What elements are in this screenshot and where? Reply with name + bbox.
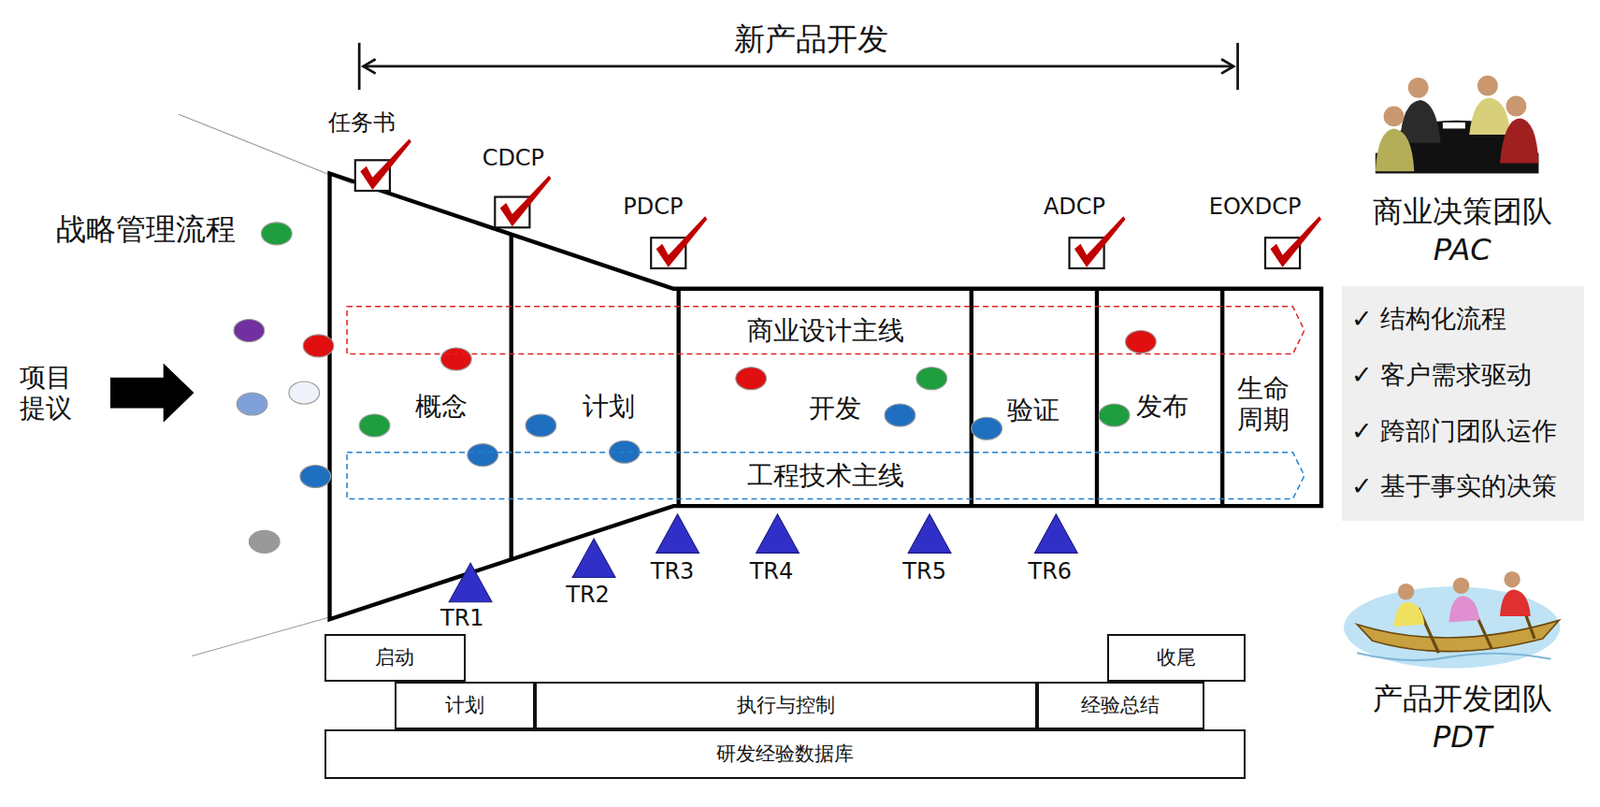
stage-label: 生命 周期 bbox=[1236, 373, 1292, 436]
team-name: 商业决策团队 bbox=[1372, 193, 1553, 230]
stage-label: 发布 bbox=[1136, 390, 1189, 423]
node-text: 概念 bbox=[415, 390, 468, 423]
checkpoint-label: PDCP bbox=[622, 193, 683, 221]
tech-review: TR6 bbox=[1028, 558, 1073, 586]
engineering-band: 工程技术主线 bbox=[345, 451, 1307, 500]
diagram-title: 新产品开发 bbox=[734, 20, 889, 58]
node-text: PDCP bbox=[622, 193, 683, 221]
node-text: 收尾 bbox=[1156, 646, 1197, 670]
node-text: 生命 周期 bbox=[1236, 373, 1292, 436]
check-mark bbox=[1269, 216, 1322, 268]
team-abbrev: PAC bbox=[1433, 231, 1492, 268]
phase-box: 执行与控制 bbox=[534, 681, 1038, 730]
stage-label: 概念 bbox=[415, 390, 468, 423]
principle-item: ✓ 跨部门团队运作 bbox=[1351, 416, 1557, 447]
checkpoint-label: CDCP bbox=[482, 144, 545, 173]
node-text: EOXDCP bbox=[1209, 193, 1302, 221]
check-mark bbox=[500, 175, 552, 228]
node-text: TR2 bbox=[565, 581, 610, 609]
process-name: 战略管理流程 bbox=[56, 211, 236, 247]
checkpoint-label: 任务书 bbox=[328, 109, 396, 137]
node-text: 研发经验数据库 bbox=[716, 742, 854, 766]
node-text: TR5 bbox=[902, 558, 947, 586]
stage-label: 验证 bbox=[1007, 394, 1060, 427]
node-text: 开发 bbox=[808, 392, 862, 425]
node-text: TR6 bbox=[1028, 558, 1073, 586]
node-text: 发布 bbox=[1136, 390, 1189, 423]
principle-list: ✓ 结构化流程 ✓ 客户需求驱动 ✓ 跨部门团队运作 ✓ 基于事实的决策 bbox=[1341, 286, 1585, 521]
node-text: TR4 bbox=[749, 558, 794, 586]
node-text: 执行与控制 bbox=[736, 693, 836, 718]
database-box: 研发经验数据库 bbox=[324, 729, 1246, 779]
business-band: 商业设计主线 bbox=[345, 305, 1307, 355]
tech-review: TR4 bbox=[749, 558, 794, 586]
principle-item: ✓ 客户需求驱动 bbox=[1351, 360, 1532, 390]
node-text: TR1 bbox=[440, 605, 485, 633]
team-abbrev: PDT bbox=[1432, 719, 1492, 755]
tech-review: TR2 bbox=[565, 581, 610, 609]
check-mark bbox=[360, 138, 412, 190]
phase-box: 计划 bbox=[394, 681, 534, 730]
principle-item: ✓ 基于事实的决策 bbox=[1351, 471, 1557, 502]
checkpoint-label: ADCP bbox=[1043, 193, 1106, 221]
node-text: 商业设计主线 bbox=[747, 315, 905, 347]
stage-label: 开发 bbox=[808, 392, 862, 425]
tech-review: TR3 bbox=[650, 558, 695, 586]
tech-review: TR1 bbox=[440, 605, 485, 633]
node-text: 计划 bbox=[445, 693, 485, 718]
node-text: ADCP bbox=[1043, 193, 1106, 221]
phase-box: 启动 bbox=[324, 634, 466, 682]
node-text: 验证 bbox=[1007, 394, 1060, 427]
check-mark bbox=[656, 216, 708, 268]
check-mark bbox=[1074, 216, 1126, 268]
node-text: 启动 bbox=[374, 646, 415, 670]
node-text: CDCP bbox=[482, 144, 545, 173]
principle-item: ✓ 结构化流程 bbox=[1351, 303, 1507, 334]
tech-review: TR5 bbox=[902, 558, 947, 586]
stage-label: 计划 bbox=[582, 390, 635, 423]
node-text: 工程技术主线 bbox=[747, 460, 905, 492]
team-name: 产品开发团队 bbox=[1372, 680, 1553, 717]
input-label: 项目 提议 bbox=[16, 361, 75, 425]
node-text: TR3 bbox=[650, 558, 695, 586]
phase-box: 收尾 bbox=[1107, 634, 1246, 682]
checkpoint-label: EOXDCP bbox=[1209, 193, 1302, 221]
node-text: 任务书 bbox=[328, 109, 396, 137]
node-text: 经验总结 bbox=[1081, 693, 1160, 718]
phase-box: 经验总结 bbox=[1037, 681, 1205, 730]
node-text: 计划 bbox=[582, 390, 635, 423]
